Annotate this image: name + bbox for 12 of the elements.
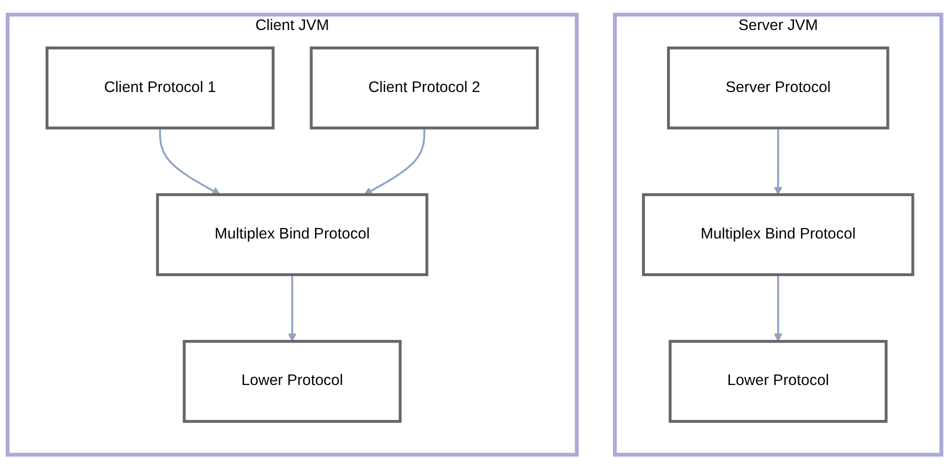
arrow <box>288 275 296 342</box>
node-box: Lower Protocol <box>182 340 402 424</box>
node-box: Multiplex Bind Protocol <box>156 194 428 276</box>
node-box: Client Protocol 1 <box>46 46 275 130</box>
node-box: Client Protocol 2 <box>310 46 539 130</box>
arrow <box>159 128 220 196</box>
arrow <box>774 128 782 196</box>
arrow <box>364 128 426 196</box>
node-box: Server Protocol <box>667 46 890 130</box>
node-box: Multiplex Bind Protocol <box>642 194 914 276</box>
node-box: Lower Protocol <box>668 340 888 424</box>
arrow <box>774 275 782 342</box>
